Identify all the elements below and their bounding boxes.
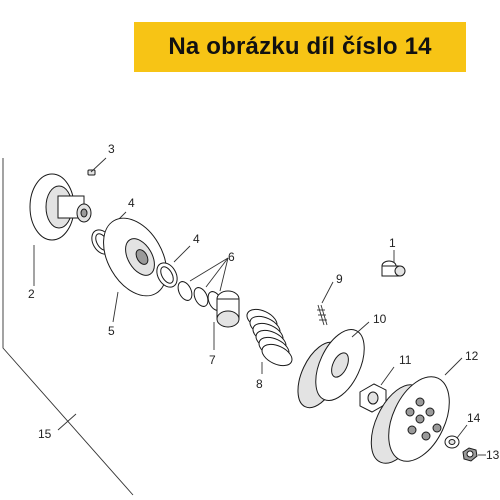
callout-5: 5 — [108, 324, 115, 338]
part-6-rings — [177, 257, 229, 311]
callout-1: 1 — [389, 236, 396, 250]
callout-3: 3 — [108, 142, 115, 156]
part-9-clip — [317, 281, 334, 326]
banner-title: Na obrázku díl číslo 14 — [168, 33, 432, 60]
callout-6: 6 — [228, 250, 235, 264]
part-4-seal-right — [156, 245, 191, 288]
part-2-drive-face — [29, 173, 92, 286]
callout-4: 4 — [193, 232, 200, 246]
part-13-nut — [462, 447, 486, 462]
part-8-spring — [246, 308, 293, 374]
part-11-nut — [359, 366, 395, 413]
assembly-bracket-line — [2, 158, 134, 496]
title-banner: Na obrázku díl číslo 14 — [134, 22, 466, 72]
part-7-sleeve — [213, 290, 240, 350]
callout-12: 12 — [465, 349, 479, 363]
part-14-washer — [444, 424, 468, 449]
part-5-movable-face — [103, 217, 167, 323]
callout-4: 4 — [128, 196, 135, 210]
callout-10: 10 — [373, 312, 387, 326]
callout-9: 9 — [336, 272, 343, 286]
part-1-roller — [381, 250, 406, 277]
part-3-screw — [87, 157, 107, 176]
leader-15 — [57, 413, 77, 431]
part-12-clutch-bell — [370, 357, 463, 464]
callout-13: 13 — [486, 448, 500, 462]
callout-15: 15 — [38, 427, 52, 441]
part-10-clutch — [297, 321, 370, 409]
callout-2: 2 — [28, 287, 35, 301]
callout-14: 14 — [467, 411, 481, 425]
callout-11: 11 — [399, 353, 412, 367]
callout-8: 8 — [256, 377, 263, 391]
callout-7: 7 — [209, 353, 216, 367]
